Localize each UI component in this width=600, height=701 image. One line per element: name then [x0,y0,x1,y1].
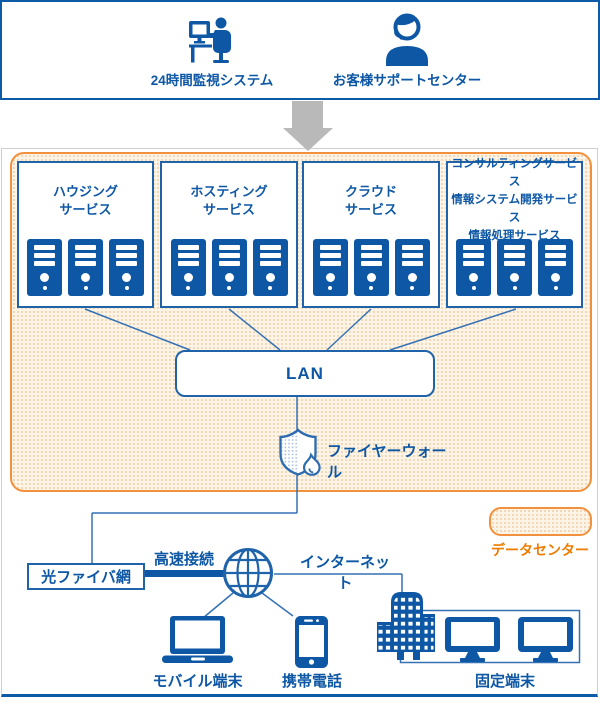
lan-box: LAN [175,350,435,397]
server-icon [312,239,348,296]
fiber-network-label: 光ファイバ網 [41,569,131,586]
service-title: コンサルティングサービス 情報システム開発サービス 情報処理サービス [448,158,581,241]
lan-label: LAN [286,363,324,383]
server-icon [27,239,62,296]
office-building-icon [377,592,435,660]
globe-icon [223,548,273,598]
service-line: コンサルティングサービス [451,158,578,189]
server-icon [394,239,430,296]
monitor-icon [518,617,573,662]
datacenter-legend-swatch [489,507,592,536]
datacenter-legend-label: データセンター [491,542,589,558]
server-icon [353,239,389,296]
service-line: 情報システム開発サービス [451,194,578,224]
service-box-hosting: ホスティング サービス [160,161,298,308]
fiber-network-box: 光ファイバ網 [27,563,145,590]
smartphone-icon [295,616,328,668]
server-icon [68,239,103,296]
service-line: ハウジング [52,184,118,200]
server-icon [497,239,532,296]
server-icon [456,239,491,296]
service-line: 情報処理サービス [468,229,561,242]
shield-flame-icon [279,428,321,476]
monitoring-system-label: 24時間監視システム [150,73,274,88]
service-line: サービス [344,202,397,217]
server-icon [252,239,288,296]
server-row [312,239,430,296]
monitor-icon [445,617,500,662]
server-icon [109,239,144,296]
firewall-label: ファイヤーウォール [327,443,447,481]
service-line: サービス [202,202,255,217]
server-row [456,239,573,296]
service-line: ホスティング [190,184,268,200]
server-icon [538,239,573,296]
service-box-cloud: クラウド サービス [302,161,440,308]
down-arrow-icon [292,101,323,128]
down-arrow-head-icon [283,128,333,151]
headset-person-icon [386,13,428,66]
server-row [27,239,144,296]
laptop-icon [162,616,233,663]
service-box-housing: ハウジング サービス [17,161,154,308]
monitoring-system-node: 24時間監視システム [137,14,287,89]
high-speed-label: 高速接続 [153,551,214,568]
operator-desk-icon [189,17,231,63]
service-line: サービス [59,202,112,217]
service-line: クラウド [344,184,397,200]
service-title: ハウジング サービス [19,163,152,239]
mobile-phone-label: 携帯電話 [281,673,342,690]
support-center-label: お客様サポートセンター [332,73,482,88]
service-title: クラウド サービス [304,163,438,239]
fixed-terminal-label: 固定端末 [474,673,535,690]
mobile-terminal-label: モバイル端末 [152,673,243,690]
monitoring-support-panel: 24時間監視システム お客様サポートセンター [0,0,600,100]
service-box-consulting: コンサルティングサービス 情報システム開発サービス 情報処理サービス [446,158,583,308]
server-icon [170,239,206,296]
server-row [170,239,288,296]
support-center-node: お客様サポートセンター [332,12,482,89]
internet-label: インターネット [299,554,390,592]
server-icon [211,239,247,296]
service-title: ホスティング サービス [162,163,296,239]
